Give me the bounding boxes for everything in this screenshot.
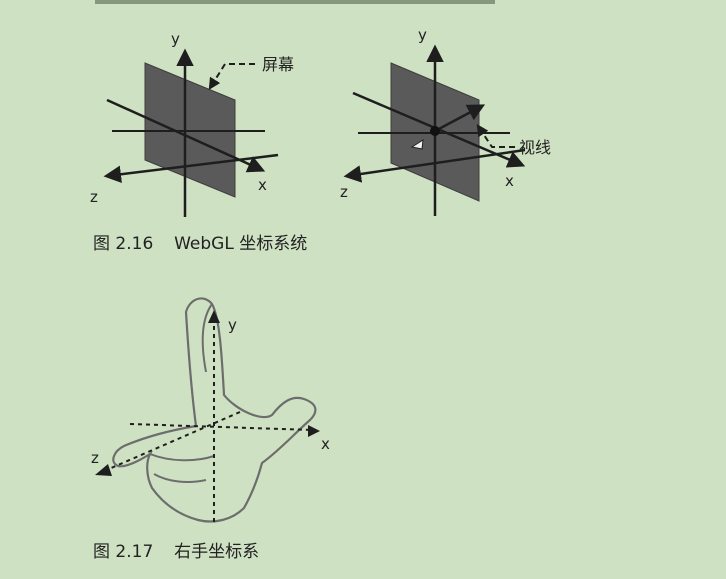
y-axis-label: y — [171, 30, 180, 48]
y-axis-label: y — [228, 316, 237, 334]
caption-prefix: 图 — [93, 234, 110, 254]
z-axis — [103, 153, 279, 183]
caption-prefix: 图 — [93, 542, 110, 562]
fig216-left-diagram: y x z 屏幕 — [90, 30, 294, 217]
caption-title: 右手坐标系 — [174, 542, 260, 562]
finger-fold-1 — [149, 453, 215, 462]
x-axis — [129, 423, 313, 431]
fig216-right-diagram: y x z 视线 — [340, 26, 551, 216]
x-axis-label: x — [321, 435, 330, 453]
top-rule — [95, 0, 495, 4]
z-axis-arrowhead — [95, 464, 112, 476]
eye-point — [430, 126, 440, 136]
caption-number: 2.17 — [115, 542, 154, 562]
caption-number: 2.16 — [115, 234, 154, 254]
fig217-right-hand-diagram: y x z — [91, 297, 330, 523]
z-axis-label: z — [91, 449, 99, 467]
caption-title: WebGL 坐标系统 — [174, 234, 308, 254]
line-of-sight-label: 视线 — [519, 138, 551, 157]
screen-callout-line — [208, 63, 255, 91]
y-axis-arrowhead — [208, 310, 220, 323]
figure-2-16-caption: 图 2.16 WebGL 坐标系统 — [93, 229, 307, 254]
z-axis — [101, 411, 241, 473]
y-axis-label: y — [418, 26, 427, 44]
hand-outline — [112, 297, 317, 523]
z-axis-label: z — [90, 188, 98, 206]
x-axis-label: x — [505, 172, 514, 190]
line-of-sight-arrow — [434, 104, 486, 133]
finger-fold-2 — [153, 473, 207, 483]
z-axis-label: z — [340, 183, 348, 201]
index-finger-ridge — [201, 303, 213, 373]
x-axis-label: x — [258, 176, 267, 194]
line-of-sight-callout-line — [476, 124, 515, 148]
screen-label: 屏幕 — [262, 55, 294, 74]
z-axis — [343, 148, 526, 183]
figure-2-17-caption: 图 2.17 右手坐标系 — [93, 537, 259, 562]
eye-symbol — [410, 139, 424, 150]
x-axis-arrowhead — [308, 425, 320, 437]
x-axis — [106, 98, 266, 173]
